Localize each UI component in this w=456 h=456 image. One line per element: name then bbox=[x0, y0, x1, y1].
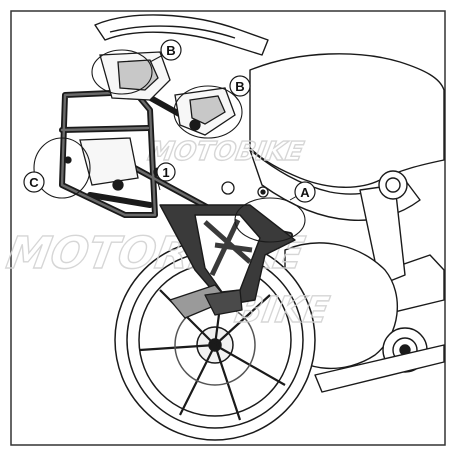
grab-rail-inner bbox=[109, 25, 236, 39]
callout-a: A bbox=[294, 181, 316, 203]
spacer-block bbox=[79, 137, 139, 186]
bolt-upper bbox=[189, 119, 201, 131]
callout-1-label: 1 bbox=[162, 165, 169, 180]
detail-circle-b-side bbox=[173, 85, 243, 139]
linkage-pivot bbox=[378, 170, 408, 200]
bolt-bracket bbox=[221, 181, 235, 195]
side-mount-detail bbox=[189, 95, 226, 125]
grab-rail bbox=[94, 14, 269, 56]
bolt-frame-left bbox=[64, 156, 72, 164]
callout-b-top-label: B bbox=[166, 43, 175, 58]
detail-circles bbox=[33, 49, 306, 243]
footpeg bbox=[169, 284, 243, 319]
bolt-rear-center bbox=[260, 189, 266, 195]
exhaust-pipe bbox=[314, 344, 445, 393]
bracket-lattice-web bbox=[203, 218, 253, 277]
watermark-overlay-top: MOTOBIKE bbox=[146, 137, 306, 167]
footpeg-mount bbox=[204, 289, 243, 316]
hardware-parts bbox=[64, 51, 269, 198]
detail-circle-b-top bbox=[91, 49, 153, 95]
linkage-pivot-inner bbox=[385, 177, 401, 193]
callout-b-side: B bbox=[229, 75, 251, 97]
seat-outline bbox=[249, 53, 445, 188]
rear-wheel bbox=[114, 239, 316, 441]
motorcycle-body bbox=[94, 14, 445, 393]
detail-circle-c bbox=[33, 137, 91, 199]
bolt-middle bbox=[112, 179, 124, 191]
callout-c: C bbox=[23, 171, 45, 193]
callout-b-top: B bbox=[160, 39, 182, 61]
callout-c-label: C bbox=[29, 175, 39, 190]
callout-a-label: A bbox=[300, 185, 310, 200]
diagram-border bbox=[10, 10, 446, 446]
leader-1 bbox=[157, 182, 161, 191]
detail-circle-a bbox=[234, 197, 306, 243]
callout-b-side-label: B bbox=[235, 79, 244, 94]
callout-1: 1 bbox=[156, 162, 176, 182]
leader-b-top bbox=[149, 54, 164, 63]
frame-lower-bar bbox=[87, 192, 153, 208]
